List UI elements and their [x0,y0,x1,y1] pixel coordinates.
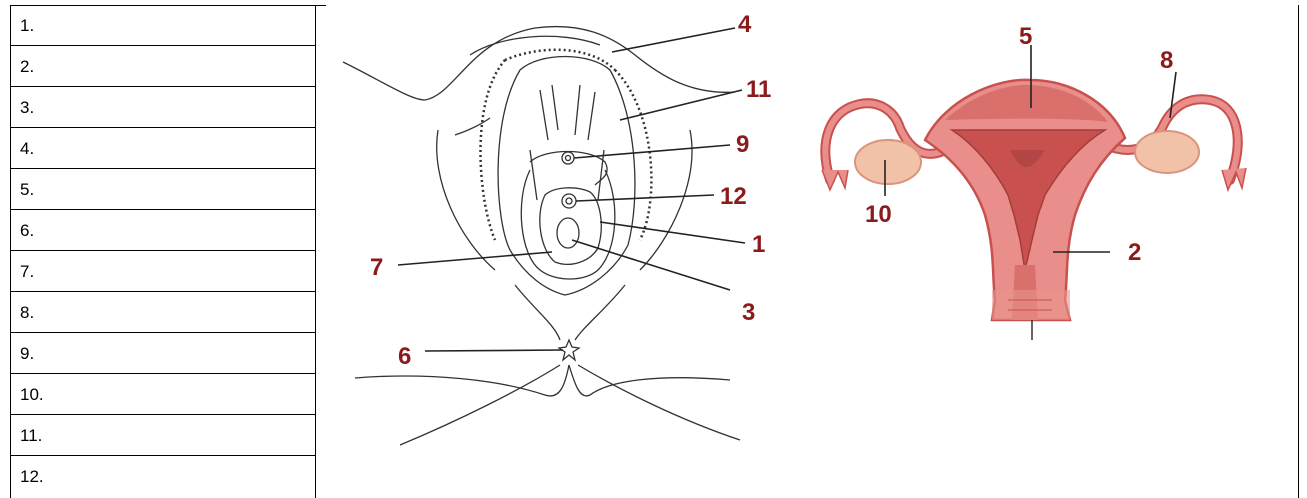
label-3: 3 [742,299,755,326]
label-9: 9 [736,131,749,158]
leader-line-3 [572,240,730,290]
label-11: 11 [746,76,771,103]
label-7: 7 [370,254,383,281]
leader-line-12 [576,195,714,201]
label-5: 5 [1019,23,1032,50]
leader-line-4 [612,28,735,52]
leader-line-6 [425,350,563,351]
label-6: 6 [398,343,411,370]
label-10: 10 [865,201,892,228]
external-leader-lines [398,28,745,351]
leader-line-11 [620,90,742,120]
label-12: 12 [720,183,747,210]
leader-line-9 [574,145,730,158]
label-4: 4 [738,11,752,38]
label-8: 8 [1160,47,1173,74]
external-anatomy-drawing [343,27,740,445]
label-2: 2 [1128,239,1141,266]
right-ovary [1135,131,1199,173]
left-ovary [855,140,921,184]
label-1: 1 [752,231,765,258]
leader-line-7 [398,252,552,265]
